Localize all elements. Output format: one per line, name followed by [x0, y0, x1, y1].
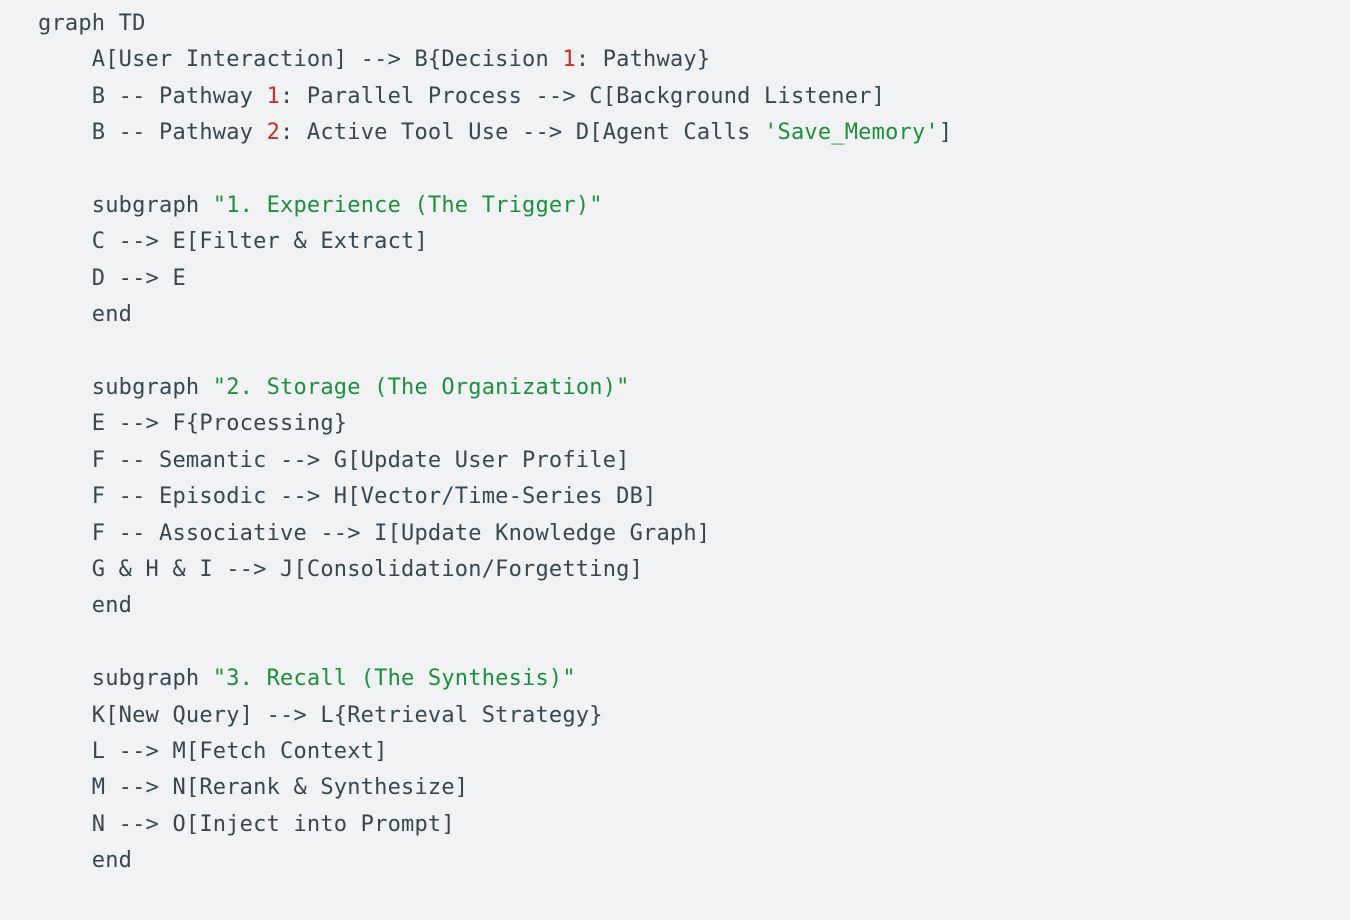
- code-token-plain: D --> E: [38, 265, 186, 291]
- code-token-plain: end: [38, 302, 133, 328]
- code-line: subgraph "1. Experience (The Trigger)": [38, 188, 1350, 224]
- code-line: E --> F{Processing}: [38, 406, 1350, 442]
- code-token-string: "1. Experience (The Trigger)": [212, 193, 603, 219]
- code-line: F -- Semantic --> G[Update User Profile]: [38, 443, 1350, 479]
- code-line: K[New Query] --> L{Retrieval Strategy}: [38, 698, 1350, 734]
- code-token-plain: E --> F{Processing}: [38, 411, 348, 437]
- code-token-plain: B -- Pathway: [38, 120, 267, 146]
- code-token-plain: M --> N[Rerank & Synthesize]: [38, 775, 469, 801]
- code-line: G & H & I --> J[Consolidation/Forgetting…: [38, 552, 1350, 588]
- code-token-plain: ]: [938, 120, 953, 146]
- code-token-plain: subgraph: [38, 666, 213, 692]
- code-line: end: [38, 588, 1350, 624]
- code-token-plain: L --> M[Fetch Context]: [38, 739, 388, 765]
- code-token-plain: graph TD: [38, 11, 146, 36]
- code-line: L --> M[Fetch Context]: [38, 734, 1350, 770]
- code-line: B -- Pathway 2: Active Tool Use --> D[Ag…: [38, 115, 1350, 151]
- code-line: end: [38, 843, 1350, 879]
- code-token-plain: F -- Semantic --> G[Update User Profile]: [38, 447, 630, 473]
- code-line: F -- Associative --> I[Update Knowledge …: [38, 516, 1350, 552]
- code-line: subgraph "2. Storage (The Organization)": [38, 370, 1350, 406]
- code-token-plain: N --> O[Inject into Prompt]: [38, 811, 455, 837]
- code-line: M --> N[Rerank & Synthesize]: [38, 770, 1350, 806]
- code-token-number: 1: [562, 47, 576, 73]
- code-line: end: [38, 297, 1350, 333]
- code-token-number: 1: [266, 83, 281, 109]
- code-token-plain: G & H & I --> J[Consolidation/Forgetting…: [38, 557, 644, 583]
- code-token-plain: end: [38, 848, 133, 874]
- code-line: B -- Pathway 1: Parallel Process --> C[B…: [38, 79, 1350, 115]
- code-token-plain: K[New Query] --> L{Retrieval Strategy}: [38, 702, 603, 728]
- code-token-plain: F -- Episodic --> H[Vector/Time-Series D…: [38, 484, 657, 510]
- code-token-plain: end: [38, 593, 133, 619]
- code-token-string: 'Save_Memory': [764, 120, 939, 146]
- code-token-plain: : Active Tool Use --> D[Agent Calls: [280, 120, 765, 146]
- code-line: [38, 152, 1350, 188]
- code-token-plain: F -- Associative --> I[Update Knowledge …: [38, 520, 711, 546]
- code-line: graph TD: [38, 6, 1350, 42]
- code-line: subgraph "3. Recall (The Synthesis)": [38, 661, 1350, 697]
- code-token-number: 2: [266, 120, 281, 146]
- code-token-plain: C --> E[Filter & Extract]: [38, 229, 428, 255]
- code-line: F -- Episodic --> H[Vector/Time-Series D…: [38, 479, 1350, 515]
- code-token-plain: B -- Pathway: [38, 83, 267, 109]
- code-token-plain: A[User Interaction] --> B{Decision: [38, 47, 563, 73]
- code-token-plain: subgraph: [38, 193, 213, 219]
- code-token-string: "2. Storage (The Organization)": [212, 375, 630, 401]
- code-line: C --> E[Filter & Extract]: [38, 224, 1350, 260]
- code-line: A[User Interaction] --> B{Decision 1: Pa…: [38, 42, 1350, 78]
- code-line: [38, 334, 1350, 370]
- code-line: D --> E: [38, 261, 1350, 297]
- code-token-plain: : Pathway}: [575, 47, 711, 73]
- code-line: N --> O[Inject into Prompt]: [38, 807, 1350, 843]
- code-line: [38, 625, 1350, 661]
- code-token-plain: subgraph: [38, 375, 213, 401]
- code-token-string: "3. Recall (The Synthesis)": [212, 666, 576, 692]
- code-token-plain: : Parallel Process --> C[Background List…: [280, 83, 886, 109]
